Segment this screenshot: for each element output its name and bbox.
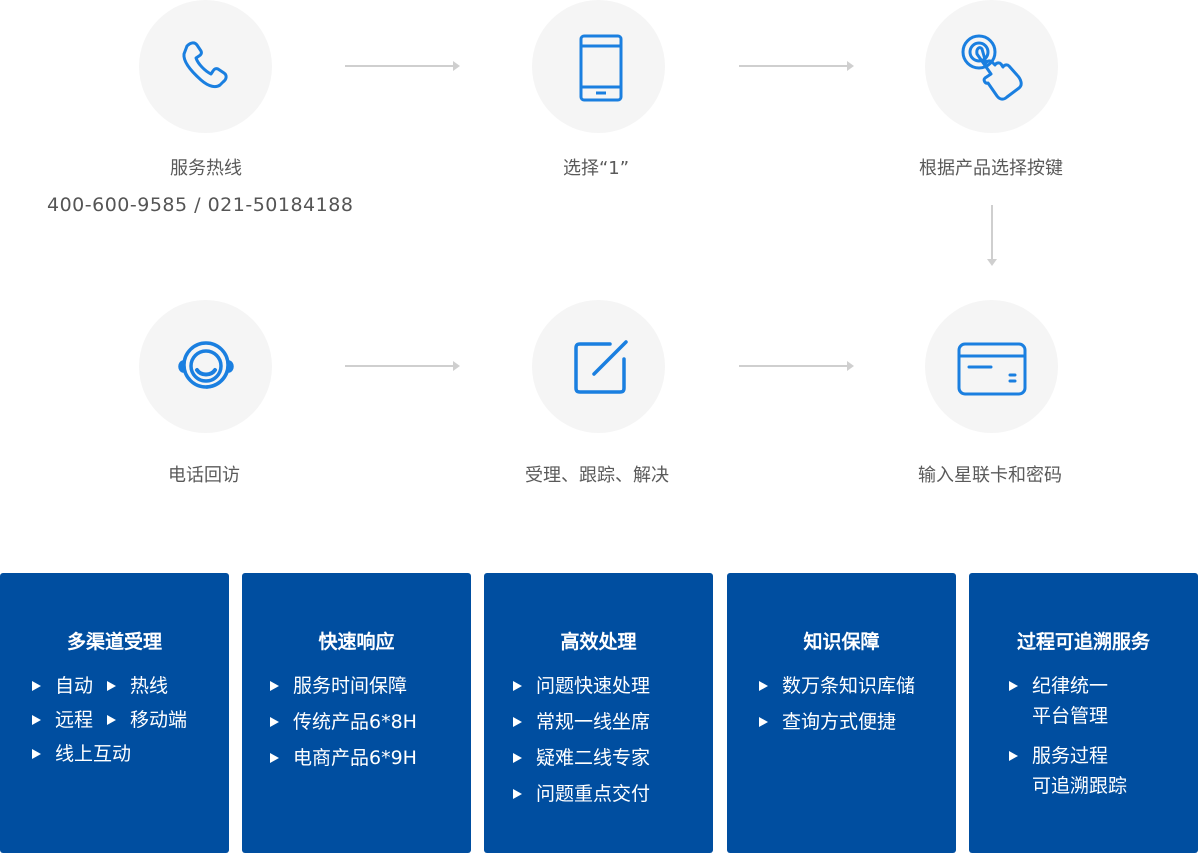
card-icon <box>957 342 1026 395</box>
list-item: 问题重点交付 <box>513 782 703 806</box>
triangle-bullet-icon <box>1009 681 1018 691</box>
list-item: 服务过程可追溯跟踪 <box>1009 741 1188 801</box>
triangle-bullet-icon <box>513 753 522 763</box>
list-item: 查询方式便捷 <box>759 710 946 734</box>
triangle-bullet-icon <box>270 717 279 727</box>
arrow-right <box>739 61 854 71</box>
card-title: 知识保障 <box>803 631 880 653</box>
card-title: 过程可追溯服务 <box>1016 631 1150 653</box>
step-touch-circle <box>925 0 1058 133</box>
list-item: 自动 热线 <box>32 674 219 698</box>
headset-icon <box>177 340 234 389</box>
step-headset-circle <box>139 300 272 433</box>
step-label-handle: 受理、跟踪、解决 <box>525 465 669 486</box>
phone-icon <box>181 40 228 88</box>
triangle-bullet-icon <box>513 789 522 799</box>
list-item: 纪律统一平台管理 <box>1009 671 1188 731</box>
hotline-number[interactable]: 400-600-9585 / 021-50184188 <box>47 194 354 216</box>
list-item: 传统产品6*8H <box>270 710 461 734</box>
card-multichannel: 多渠道受理 自动 热线 远程 移动端 线上互动 <box>0 573 229 853</box>
step-edit-circle <box>532 300 665 433</box>
triangle-bullet-icon <box>759 681 768 691</box>
list-item: 问题快速处理 <box>513 674 703 698</box>
triangle-bullet-icon <box>270 681 279 691</box>
arrow-right <box>345 361 460 371</box>
list-item: 常规一线坐席 <box>513 710 703 734</box>
card-title: 高效处理 <box>560 631 637 653</box>
triangle-bullet-icon <box>513 681 522 691</box>
list-item: 疑难二线专家 <box>513 746 703 770</box>
card-knowledge: 知识保障 数万条知识库储 查询方式便捷 <box>727 573 956 853</box>
step-label-hotline: 服务热线 <box>170 158 242 179</box>
triangle-bullet-icon <box>1009 751 1018 761</box>
step-label-callback: 电话回访 <box>168 465 240 486</box>
arrow-right <box>739 361 854 371</box>
triangle-bullet-icon <box>32 681 41 691</box>
triangle-bullet-icon <box>107 715 117 725</box>
step-mobile-circle <box>532 0 665 133</box>
step-label-select-key: 根据产品选择按键 <box>919 158 1063 179</box>
triangle-bullet-icon <box>759 717 768 727</box>
arrow-right <box>345 61 460 71</box>
arrow-down <box>987 205 997 266</box>
card-traceable: 过程可追溯服务 纪律统一平台管理 服务过程可追溯跟踪 <box>969 573 1198 853</box>
card-efficient-handling: 高效处理 问题快速处理 常规一线坐席 疑难二线专家 问题重点交付 <box>484 573 713 853</box>
step-label-select-1: 选择“1” <box>562 158 630 179</box>
triangle-bullet-icon <box>32 715 41 725</box>
step-label-card-password: 输入星联卡和密码 <box>918 465 1062 486</box>
list-item: 电商产品6*9H <box>270 746 461 770</box>
triangle-bullet-icon <box>513 717 522 727</box>
mobile-icon <box>579 34 622 101</box>
touch-icon <box>961 34 1023 101</box>
list-item: 数万条知识库储 <box>759 674 946 698</box>
triangle-bullet-icon <box>270 753 279 763</box>
step-phone-circle <box>139 0 272 133</box>
triangle-bullet-icon <box>32 749 41 759</box>
triangle-bullet-icon <box>107 681 117 691</box>
list-item: 线上互动 <box>32 742 219 766</box>
edit-icon <box>573 339 628 394</box>
list-item: 远程 移动端 <box>32 708 219 732</box>
card-fast-response: 快速响应 服务时间保障 传统产品6*8H 电商产品6*9H <box>242 573 471 853</box>
step-card-circle <box>925 300 1058 433</box>
list-item: 服务时间保障 <box>270 674 461 698</box>
card-title: 快速响应 <box>318 631 395 653</box>
card-title: 多渠道受理 <box>66 631 162 653</box>
